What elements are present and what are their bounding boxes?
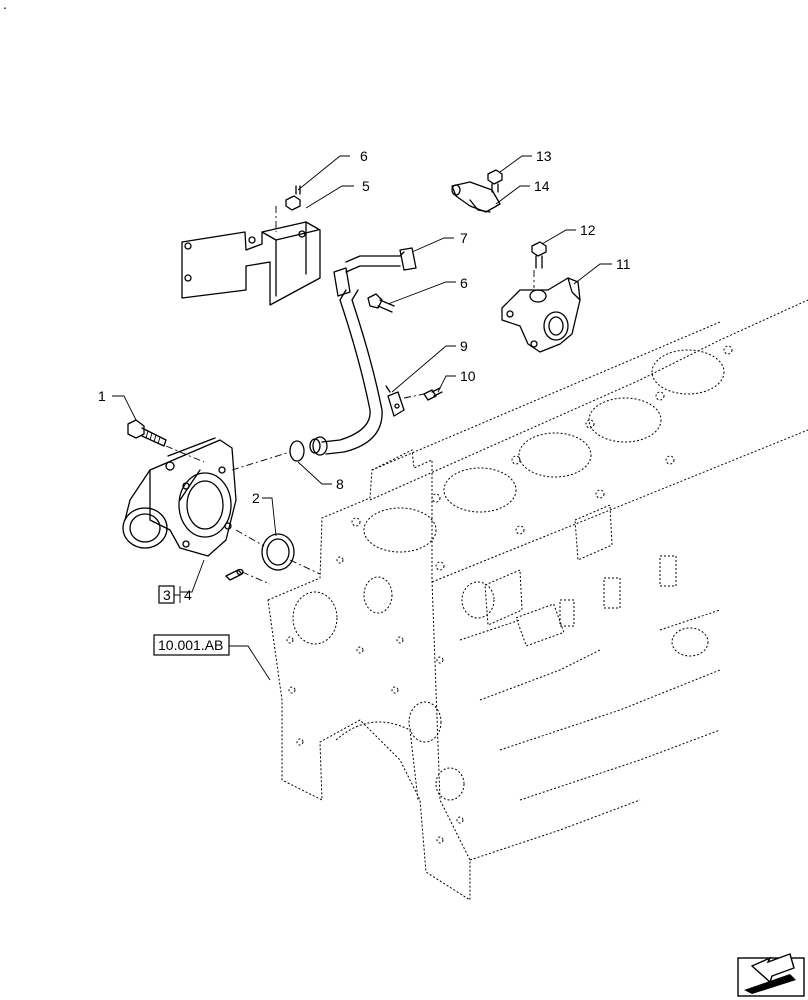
leader-lines (112, 155, 612, 681)
callout-11: 11 (616, 256, 631, 272)
callout-12: 12 (580, 222, 596, 238)
dowel-pin-part-4 (225, 568, 244, 581)
thermostat-housing (122, 437, 237, 557)
engine-block (267, 299, 808, 901)
callout-4: 4 (184, 587, 192, 603)
callout-9: 9 (460, 338, 468, 354)
callout-3-box (158, 585, 175, 604)
corner-mark: . (3, 0, 7, 12)
screw-part-6-top (285, 185, 301, 211)
fitting-part-14 (451, 181, 501, 213)
callout-6-pipe: 6 (460, 275, 468, 291)
callout-14: 14 (534, 178, 550, 194)
o-ring-part-2 (261, 533, 295, 571)
callout-10: 10 (460, 368, 476, 384)
reference-box[interactable] (153, 634, 230, 656)
o-ring-part-8 (289, 440, 305, 462)
water-outlet-part-11 (501, 277, 581, 353)
screw-part-6-pipe (367, 293, 395, 313)
clip-part-9 (385, 385, 405, 417)
reference-label[interactable]: 10.001.AB (158, 637, 223, 653)
callout-3-bracket (174, 586, 181, 603)
pipe-part-7 (309, 247, 417, 456)
bolt-part-1 (127, 419, 167, 447)
screw-part-10 (423, 387, 443, 401)
callout-6-top: 6 (360, 148, 368, 164)
callout-1: 1 (98, 388, 106, 404)
callout-13: 13 (536, 148, 552, 164)
assembly-lines (165, 206, 535, 585)
navigation-arrow-icon[interactable] (737, 953, 805, 997)
callout-2: 2 (252, 490, 260, 506)
callout-3: 3 (163, 587, 171, 603)
callout-5: 5 (362, 178, 370, 194)
screw-part-12 (531, 241, 547, 269)
callout-8: 8 (336, 476, 344, 492)
callout-7: 7 (460, 230, 468, 246)
bracket-part-5 (181, 221, 321, 306)
